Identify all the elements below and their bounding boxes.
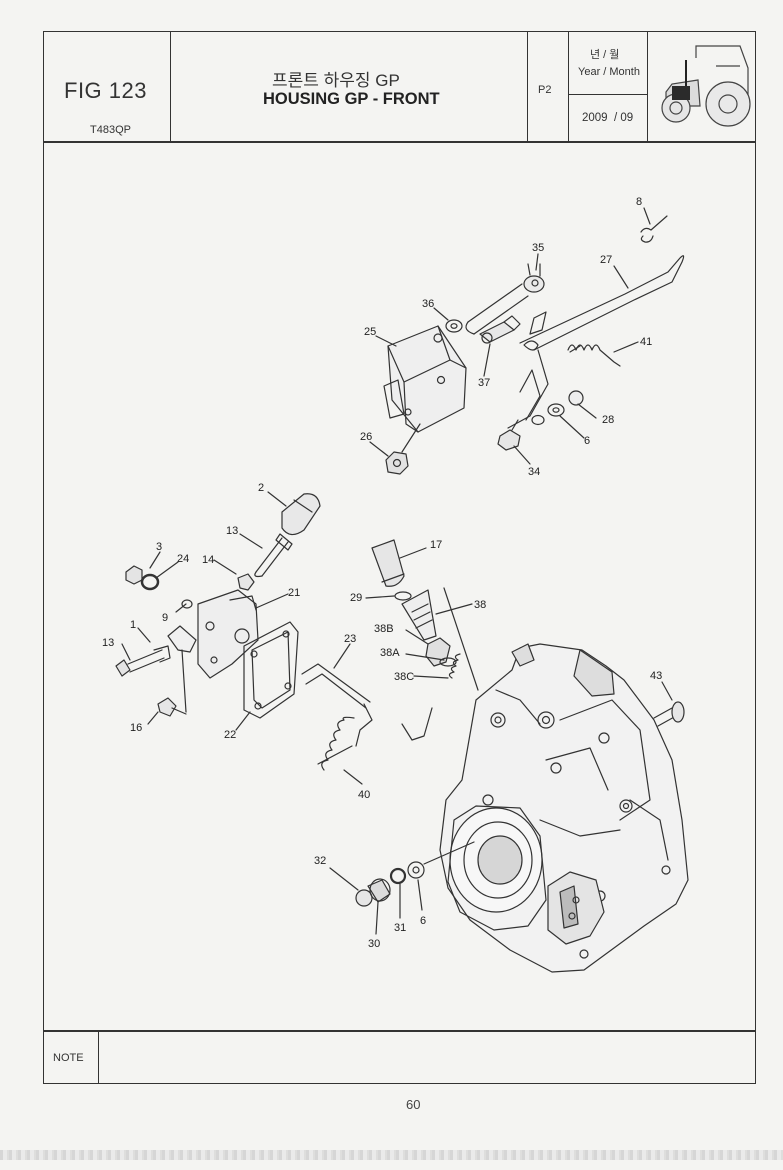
date-value: 2009 / 09 — [582, 112, 634, 124]
callout-25: 25 — [364, 326, 376, 338]
callout-2: 2 — [258, 482, 264, 494]
callout-38C: 38C — [394, 671, 414, 683]
callout-1: 1 — [130, 619, 136, 631]
callout-13-lower: 13 — [102, 637, 114, 649]
callout-21: 21 — [288, 587, 300, 599]
callout-16: 16 — [130, 722, 142, 734]
model-code: T483QP — [90, 124, 131, 136]
callout-37: 37 — [478, 377, 490, 389]
callout-29: 29 — [350, 592, 362, 604]
date-label-english: Year / Month — [578, 66, 640, 78]
callout-34: 34 — [528, 466, 540, 478]
callout-40: 40 — [358, 789, 370, 801]
scan-artifact — [0, 1150, 783, 1160]
note-top-rule — [43, 1030, 756, 1032]
callout-41: 41 — [640, 336, 652, 348]
header-divider-2 — [527, 31, 529, 142]
title-korean: 프론트 하우징 GP — [272, 71, 400, 90]
callout-38A: 38A — [380, 647, 400, 659]
header-bottom-rule — [43, 141, 756, 143]
callout-32: 32 — [314, 855, 326, 867]
page-frame — [43, 31, 756, 1084]
exploded-parts-diagram: 8 35 27 36 25 37 41 28 6 26 34 2 13 3 24… — [102, 196, 689, 973]
housing-highlight-mark — [672, 86, 690, 100]
callout-6-lower: 6 — [420, 915, 426, 927]
header-divider-4 — [647, 31, 649, 142]
callout-27: 27 — [600, 254, 612, 266]
callout-26: 26 — [360, 431, 372, 443]
callout-17: 17 — [430, 539, 442, 551]
callout-6-upper: 6 — [584, 435, 590, 447]
header-divider-3 — [568, 31, 570, 142]
header-divider-1 — [170, 31, 172, 142]
callout-28: 28 — [602, 414, 614, 426]
callout-3: 3 — [156, 541, 162, 553]
title-english: HOUSING GP - FRONT — [263, 90, 440, 108]
date-rule — [568, 94, 648, 96]
callout-35: 35 — [532, 242, 544, 254]
page-number: 60 — [406, 1097, 421, 1112]
callout-24: 24 — [177, 553, 189, 565]
note-label: NOTE — [53, 1052, 84, 1064]
note-divider — [98, 1030, 100, 1084]
callout-23: 23 — [344, 633, 356, 645]
tractor-icon — [661, 45, 751, 127]
callout-30: 30 — [368, 938, 380, 950]
callout-31: 31 — [394, 922, 406, 934]
date-label-korean: 년 / 월 — [590, 49, 620, 61]
callout-14: 14 — [202, 554, 214, 566]
fig-label: FIG 123 — [64, 78, 147, 103]
page-code: P2 — [538, 84, 552, 96]
callout-8: 8 — [636, 196, 642, 208]
callout-9: 9 — [162, 612, 168, 624]
callout-43: 43 — [650, 670, 662, 682]
callout-36: 36 — [422, 298, 434, 310]
callout-22: 22 — [224, 729, 236, 741]
callout-13-upper: 13 — [226, 525, 238, 537]
callout-38B: 38B — [374, 623, 394, 635]
callout-38: 38 — [474, 599, 486, 611]
